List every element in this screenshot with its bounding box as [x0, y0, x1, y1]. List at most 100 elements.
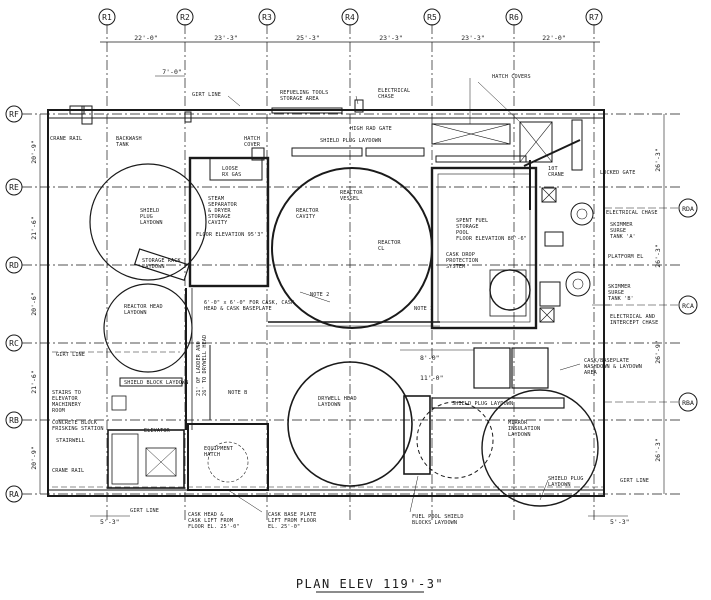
- col-label-r5: R5: [427, 13, 437, 22]
- col-label-r3: R3: [262, 13, 272, 22]
- right-dimension-string: 26'-3" 26'-3" 26'-9" 26'-3": [654, 114, 665, 494]
- mirror-insulation-circle: [481, 389, 599, 507]
- left-dim-3: 20'-6": [30, 292, 38, 315]
- label-girt-line-right: GIRT LINE: [620, 478, 649, 484]
- label-note3: NOTE 3: [414, 306, 433, 312]
- label-crane-rail-bottom: CRANE RAIL: [52, 468, 84, 474]
- label-high-rad-gate: HIGH RAD GATE: [350, 126, 392, 132]
- bottom-dim-2: 5'-3": [610, 518, 630, 526]
- col-label-r4: R4: [345, 13, 355, 22]
- label-elevator: ELEVATOR: [144, 428, 171, 434]
- col-label-r7: R7: [589, 13, 599, 22]
- shield-plug-laydown-circle: [89, 163, 207, 281]
- label-girt-line-bottom: GIRT LINE: [130, 508, 159, 514]
- label-hatch-covers: HATCH COVERS: [492, 74, 531, 80]
- left-dim-5: 20'-9": [30, 446, 38, 469]
- row-label-rc: RC: [9, 339, 19, 348]
- row-bubbles-right: RDA RCA RBA: [604, 198, 698, 412]
- row-label-rda: RDA: [682, 205, 694, 213]
- label-shield-plug-laydown-mid: SHIELD PLUG LAYDOWN: [452, 401, 513, 407]
- right-dim-2: 26'-3": [654, 244, 662, 267]
- drawing-title: PLAN ELEV 119'-3": [296, 577, 444, 591]
- right-dim-4: 26'-3": [654, 438, 662, 461]
- left-dim-4: 21'-6": [30, 370, 38, 393]
- label-vertical-note: 21' OF LADDER AND26' TO DRYWELL HEAD: [196, 335, 208, 396]
- drywell-head-circle: [287, 361, 413, 487]
- row-grid-lines: [22, 113, 680, 495]
- label-locked-gate: LOCKED GATE: [600, 170, 635, 176]
- row-label-rf: RF: [9, 110, 19, 119]
- hatch-cover-top: [431, 123, 511, 145]
- spent-fuel-pool: [430, 166, 538, 330]
- label-dim-8-0: 8'-0": [420, 354, 440, 362]
- label-girt-line-left: GIRT LINE: [56, 352, 85, 358]
- label-girt-line-top: GIRT LINE: [192, 92, 221, 98]
- col-label-r2: R2: [180, 13, 190, 22]
- row-label-rd: RD: [9, 261, 19, 270]
- row-label-ra: RA: [9, 490, 19, 499]
- label-shield-block-laydown: SHIELD BLOCK LAYDOWN: [124, 380, 188, 386]
- label-platform-el: PLATFORM EL: [608, 254, 643, 260]
- left-dim-2: 21'-6": [30, 216, 38, 239]
- left-dim-1: 20'-9": [30, 140, 38, 163]
- top-dim-6: 22'-0": [542, 34, 565, 42]
- refueling-tools-storage: [271, 107, 343, 114]
- row-label-rb: RB: [9, 416, 19, 425]
- label-crane-rail-top: CRANE RAIL: [50, 136, 82, 142]
- row-label-rca: RCA: [682, 302, 694, 310]
- label-electrical-chase-right: ELECTRICAL CHASE: [606, 210, 658, 216]
- label-dim-11-0: 11'-0": [420, 374, 443, 382]
- left-dimension-string: 20'-9" 21'-6" 20'-6" 21'-6" 20'-9": [30, 114, 41, 494]
- label-note-b: NOTE B: [228, 390, 247, 396]
- top-dim-3: 25'-3": [296, 34, 319, 42]
- top-dim-4: 23'-3": [379, 34, 402, 42]
- column-bubbles: R1 R2 R3 R4 R5 R6 R7: [98, 8, 603, 26]
- building-outline: [47, 109, 605, 497]
- right-dim-1: 26'-3": [654, 148, 662, 171]
- top-dim-2: 23'-3": [214, 34, 237, 42]
- label-stairwell: STAIRWELL: [56, 438, 85, 444]
- equipment-hatch: [187, 423, 269, 491]
- crane-track: [571, 119, 583, 171]
- column-grid-lines: [106, 24, 595, 520]
- row-bubbles-left: RF RE RD RC RB RA: [5, 105, 23, 503]
- top-dimension-string: 22'-0" 23'-3" 25'-3" 23'-3" 23'-3" 22'-0…: [100, 34, 600, 77]
- col-label-r6: R6: [509, 13, 519, 22]
- cask-drop-circle: [489, 269, 531, 311]
- label-shield-plug-laydown-top: SHIELD PLUG LAYDOWN: [320, 138, 381, 144]
- top-dim-5: 23'-3": [461, 34, 484, 42]
- right-dim-3: 26'-9": [654, 340, 662, 363]
- col-label-r1: R1: [102, 13, 112, 22]
- fuel-pool-shield-blocks: [403, 395, 431, 475]
- top-sub-dim: 7'-0": [162, 68, 182, 76]
